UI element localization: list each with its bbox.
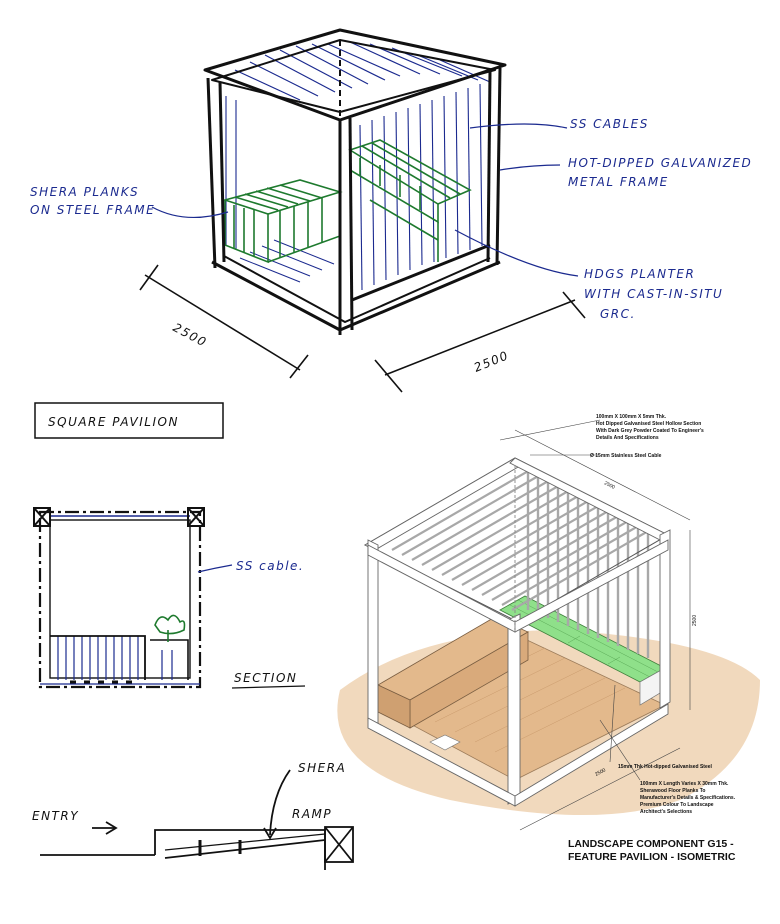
sketch-caption: SQUARE PAVILION <box>48 415 179 429</box>
ramp-entry-label: ENTRY <box>32 809 79 823</box>
dim-right: 2500 <box>472 348 511 375</box>
render-dim-bottom: 2500 <box>594 767 607 777</box>
note-hollow-4: Details And Specifications <box>596 435 659 441</box>
note-cable: Ø 15mm Stainless Steel Cable <box>590 453 662 459</box>
label-planter-1: HDGS PLANTER <box>584 267 695 281</box>
section-bench <box>57 636 173 680</box>
render-dim-top: 2500 <box>603 480 616 490</box>
dim-left: 2500 <box>171 320 210 350</box>
ramp-sketch <box>40 769 354 870</box>
label-frame-1: HOT-DIPPED GALVANIZED <box>568 156 752 170</box>
section-title: SECTION <box>234 671 297 685</box>
note-hollow-2: Hot Dipped Galvanised Steel Hollow Secti… <box>596 421 701 427</box>
bench-left <box>222 179 343 264</box>
isometric-sketch: 2500 2500 SS CABLES HOT-DIPPED GALVANIZE… <box>30 28 752 439</box>
plant-icon <box>154 614 186 642</box>
sketch-dimensions <box>139 264 586 393</box>
render-title-1: LANDSCAPE COMPONENT G15 - <box>568 838 734 850</box>
section-cable-label: SS cable. <box>236 559 304 573</box>
note-planks-1: 100mm X Length Varies X 30mm Thk. <box>640 781 729 787</box>
note-hollow-1: 100mm X 100mm X 5mm Thk. <box>596 414 667 420</box>
label-shera-1: SHERA PLANKS <box>30 185 139 199</box>
note-planks-5: Architect's Selections <box>640 809 692 815</box>
ramp-shera-label: SHERA <box>298 761 346 775</box>
section-sketch: SS cable. SECTION <box>33 507 306 689</box>
ramp-label: RAMP <box>292 807 332 821</box>
label-ss-cables: SS CABLES <box>570 117 649 131</box>
label-planter-2: WITH CAST-IN-SITU <box>584 287 723 301</box>
note-planks-4: Premium Colour To Landscape <box>640 802 714 808</box>
roof-cables <box>234 41 491 101</box>
render-dim-height: 2500 <box>692 615 698 626</box>
steel-frame <box>203 28 507 335</box>
label-shera-2: ON STEEL FRAME <box>30 203 155 217</box>
caption-box <box>34 402 224 439</box>
label-planter-3: GRC. <box>600 307 636 321</box>
render-frame <box>363 457 671 807</box>
label-frame-2: METAL FRAME <box>568 175 669 189</box>
note-planks-2: Sherawood Floor Planks To <box>640 788 705 794</box>
note-planks-3: Manufacturer's Details & Specifications. <box>640 795 736 801</box>
render-dimensions <box>499 419 691 831</box>
sketch-leaders <box>151 123 579 277</box>
render-title-2: FEATURE PAVILION - ISOMETRIC <box>568 851 736 863</box>
note-steel-plate: 15mm Thk Hot-dipped Galvanised Steel <box>618 764 713 770</box>
note-hollow-3: With Dark Grey Powder Coated To Engineer… <box>596 428 704 434</box>
floor-lines <box>239 239 335 283</box>
isometric-render: 2500 2500 2500 100mm X 100mm X 5mm Thk. … <box>337 414 760 863</box>
